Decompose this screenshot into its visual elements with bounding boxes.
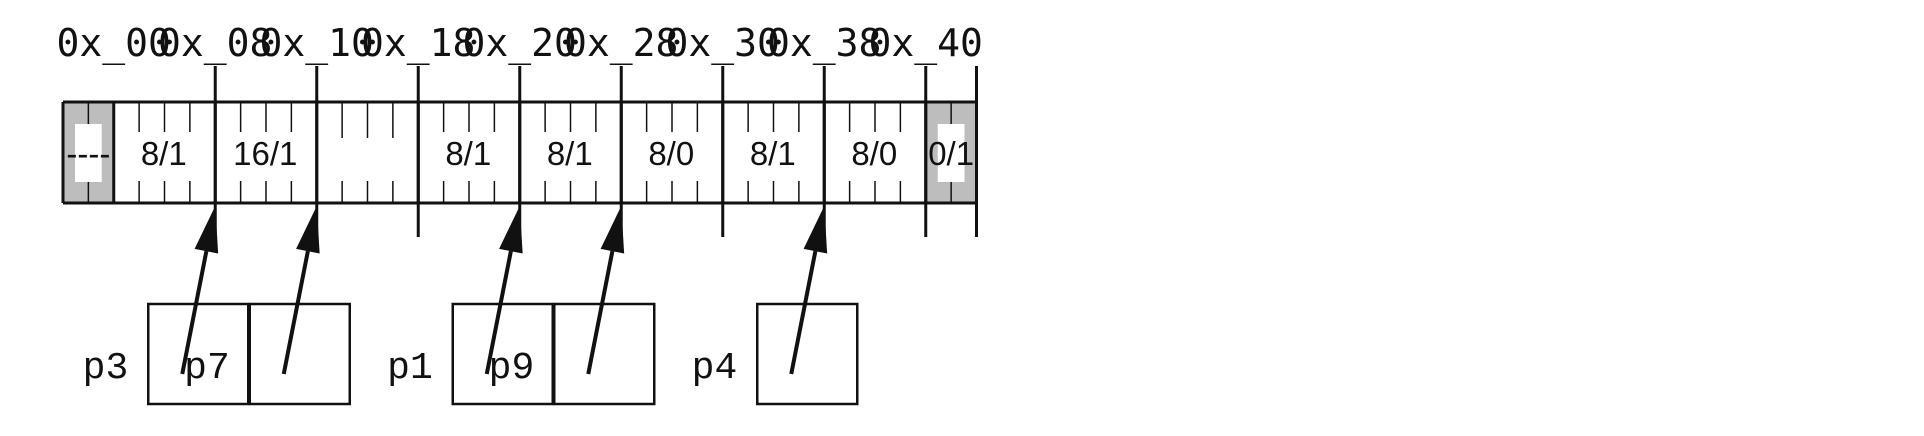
heap-block bbox=[316, 102, 419, 203]
pointer-arrow-head bbox=[600, 206, 625, 254]
pointer-variables: p3 p7 p1 p9 p4 bbox=[83, 206, 859, 406]
block-header-label: ---- bbox=[66, 135, 110, 172]
pointer-name: p7 bbox=[184, 347, 230, 390]
pointer-arrow-head bbox=[803, 206, 828, 254]
heap-block: 8/1 bbox=[418, 102, 520, 203]
pointer-arrow-shaft bbox=[281, 250, 310, 375]
pointer-p4: p4 bbox=[692, 206, 859, 406]
epilogue-block: 0/1 bbox=[925, 102, 977, 203]
block-label-box bbox=[531, 132, 608, 174]
pointer-p1: p1 bbox=[387, 206, 554, 406]
block-label-box bbox=[633, 132, 710, 174]
block-label-box bbox=[734, 132, 811, 174]
pointer-arrow-head bbox=[296, 206, 320, 254]
heap-block: 8/1 bbox=[722, 102, 825, 203]
block-header-label: 8/0 bbox=[648, 135, 694, 172]
address-label: 0x_18 bbox=[361, 21, 475, 66]
block-label-box bbox=[75, 124, 102, 182]
pointer-arrow-shaft bbox=[484, 250, 513, 375]
address-label: 0x_00 bbox=[57, 21, 171, 66]
block-header-label: 8/1 bbox=[750, 135, 796, 172]
address-label: 0x_38 bbox=[767, 21, 881, 66]
heap-block: 8/1 bbox=[113, 102, 216, 203]
block-header-label: 8/0 bbox=[851, 135, 897, 172]
heap-block: 8/1 bbox=[519, 102, 622, 203]
block-label-box bbox=[227, 132, 304, 174]
address-label: 0x_30 bbox=[666, 21, 780, 66]
block-label-box bbox=[836, 132, 913, 174]
pointer-arrow-shaft bbox=[789, 250, 818, 375]
pointer-arrow-shaft bbox=[586, 250, 615, 375]
pointer-name: p3 bbox=[83, 347, 129, 390]
pointer-name: p9 bbox=[489, 347, 535, 390]
pointer-arrow-head bbox=[194, 206, 219, 254]
address-label: 0x_08 bbox=[158, 21, 272, 66]
pointer-box bbox=[248, 302, 351, 406]
block-header-label: 0/1 bbox=[928, 135, 974, 172]
address-label: 0x_10 bbox=[260, 21, 374, 66]
block-label-box bbox=[430, 132, 507, 174]
address-labels: 0x_000x_080x_100x_180x_200x_280x_300x_38… bbox=[57, 21, 983, 66]
heap-block: 8/0 bbox=[621, 102, 723, 203]
block-label-box bbox=[125, 132, 202, 174]
heap-block: 8/0 bbox=[824, 102, 926, 203]
pointer-arrow-head bbox=[499, 206, 523, 254]
block-header-label: 8/1 bbox=[141, 135, 187, 172]
address-label: 0x_28 bbox=[564, 21, 678, 66]
pointer-arrow-shaft bbox=[180, 250, 209, 375]
address-label: 0x_20 bbox=[463, 21, 577, 66]
heap-block: 16/1 bbox=[215, 102, 317, 203]
prologue-block: ---- bbox=[63, 102, 114, 203]
block-label-box bbox=[937, 124, 965, 182]
pointer-box bbox=[756, 302, 859, 406]
pointer-name: p1 bbox=[387, 347, 433, 390]
block-header-label: 8/1 bbox=[445, 135, 491, 172]
pointer-box bbox=[553, 302, 656, 406]
pointer-name: p4 bbox=[692, 347, 738, 390]
block-header-label: 8/1 bbox=[547, 135, 593, 172]
pointer-p7: p7 bbox=[184, 206, 351, 406]
address-label: 0x_40 bbox=[869, 21, 983, 66]
pointer-box bbox=[147, 302, 250, 406]
block-header-label: 16/1 bbox=[233, 135, 297, 172]
pointer-p3: p3 bbox=[83, 206, 250, 406]
pointer-box bbox=[451, 302, 554, 406]
heap-strip: ---- 8/1 16/1 8/1 8/1 8/0 8/1 8/0 0/1 bbox=[61, 66, 978, 237]
pointer-p9: p9 bbox=[489, 206, 656, 406]
